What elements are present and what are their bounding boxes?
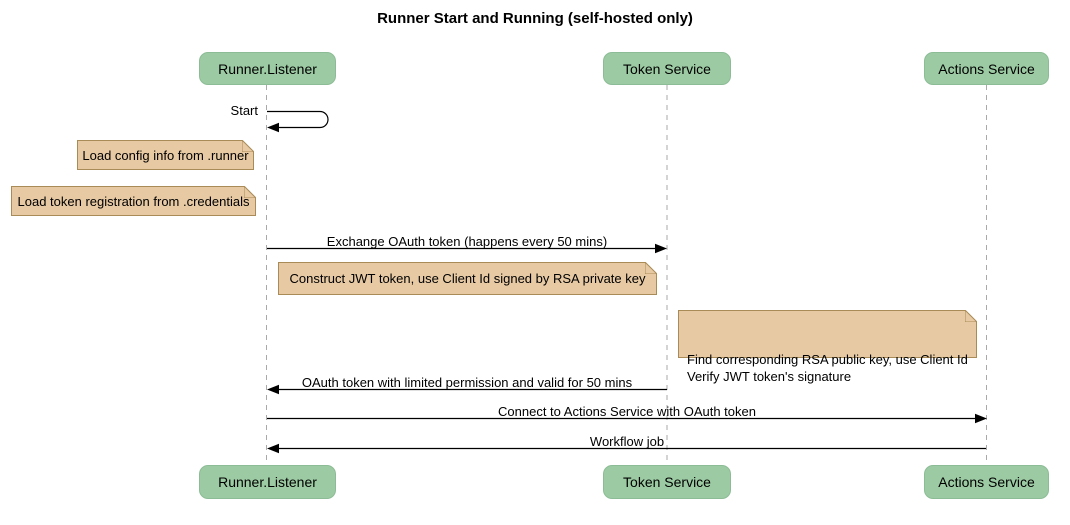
note-construct-jwt-token: Construct JWT token, use Client Id signe… — [278, 262, 657, 295]
message-label-workflow-job: Workflow job — [589, 434, 665, 449]
diagram-title: Runner Start and Running (self-hosted on… — [377, 10, 693, 27]
note-text: Load config info from .runner — [82, 147, 249, 163]
participant-token-service-bottom: Token Service — [603, 465, 731, 499]
arrow-exchange-oauth-token-head — [655, 243, 667, 254]
self-arrow-start-head — [267, 122, 279, 133]
note-load-token-registration: Load token registration from .credential… — [11, 186, 256, 216]
note-text: Find corresponding RSA public key, use C… — [687, 352, 968, 384]
note-load-config: Load config info from .runner — [77, 140, 254, 170]
participant-runner-listener-bottom: Runner.Listener — [199, 465, 336, 499]
note-verify-jwt-signature: Find corresponding RSA public key, use C… — [678, 310, 977, 384]
note-text: Construct JWT token, use Client Id signe… — [289, 271, 646, 286]
participant-token-service-top: Token Service — [603, 52, 731, 85]
message-label-exchange-oauth-token: Exchange OAuth token (happens every 50 m… — [326, 234, 608, 249]
participant-actions-service-bottom: Actions Service — [924, 465, 1049, 499]
arrow-oauth-token-response-head — [267, 384, 279, 395]
participant-label: Token Service — [623, 474, 711, 490]
note-fold-icon — [244, 186, 256, 198]
participant-label: Runner.Listener — [218, 474, 317, 490]
participant-label: Actions Service — [938, 474, 1035, 490]
arrow-connect-actions-service-head — [975, 413, 987, 424]
arrow-workflow-job-head — [267, 443, 279, 454]
participant-label: Actions Service — [938, 60, 1035, 77]
participant-runner-listener-top: Runner.Listener — [199, 52, 336, 85]
note-text: Load token registration from .credential… — [17, 193, 250, 209]
participant-label: Token Service — [623, 60, 711, 77]
note-fold-icon — [965, 310, 977, 322]
participant-label: Runner.Listener — [218, 60, 317, 77]
note-fold-icon — [242, 140, 254, 152]
note-fold-icon — [645, 262, 657, 274]
message-label-connect-actions-service: Connect to Actions Service with OAuth to… — [498, 404, 756, 419]
participant-actions-service-top: Actions Service — [924, 52, 1049, 85]
self-arrow-start — [267, 110, 329, 129]
message-label-oauth-token-response: OAuth token with limited permission and … — [301, 375, 633, 390]
message-label-start: Start — [230, 103, 258, 118]
